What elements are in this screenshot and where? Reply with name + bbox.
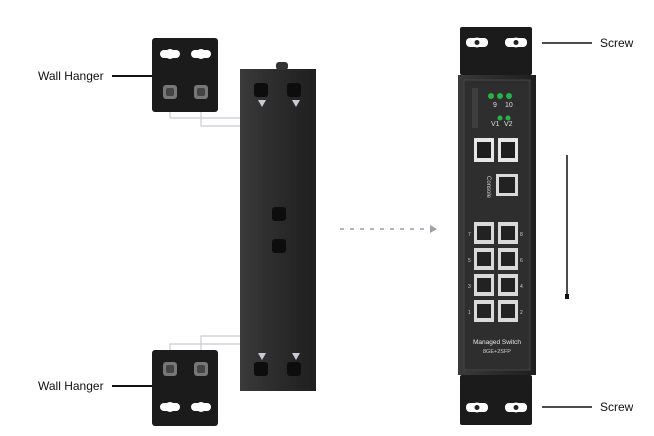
keyhole-slot-icon <box>160 402 211 412</box>
led-label-10: 10 <box>505 102 513 109</box>
console-port: Console <box>485 174 518 199</box>
port-number: 2 <box>520 310 523 316</box>
led-indicators: 9 10 V1 V2 <box>472 88 513 128</box>
led-label-9: 9 <box>493 102 497 109</box>
port-number: 1 <box>468 310 471 316</box>
port-number: 8 <box>520 232 523 238</box>
screw-icon <box>466 37 527 48</box>
wall-hanger-top <box>152 38 218 112</box>
port-number: 3 <box>468 284 471 290</box>
model-name: Managed Switch <box>473 339 521 346</box>
mounted-switch: 9 10 V1 V2 Console <box>458 27 536 425</box>
mount-hole-icon <box>254 83 301 376</box>
keyhole-slot-icon <box>160 49 211 59</box>
wall-hanger-top-label: Wall Hanger <box>38 69 104 83</box>
screw-hole-icon <box>163 85 208 99</box>
screw-top-label: Screw <box>600 36 634 50</box>
direction-arrow-icon <box>340 225 437 233</box>
arrow-icon <box>258 100 300 360</box>
port-number: 5 <box>468 258 471 264</box>
wall-hanger-bottom <box>152 350 218 426</box>
power-label-v2: V2 <box>504 121 513 128</box>
sfp-ports <box>474 138 518 162</box>
screw-hole-icon <box>163 362 208 376</box>
wall-hanger-bottom-label: Wall Hanger <box>38 379 104 393</box>
power-label-v1: V1 <box>491 121 500 128</box>
device-back-panel <box>240 62 316 391</box>
port-number: 4 <box>520 284 523 290</box>
screw-icon <box>466 402 527 413</box>
mounting-height-indicator <box>565 155 569 299</box>
screw-bottom-label: Screw <box>600 400 634 414</box>
model-number: 8GE+2SFP <box>483 349 511 355</box>
port-number: 6 <box>520 258 523 264</box>
port-number: 7 <box>468 232 471 238</box>
ethernet-ports: 7 8 5 6 3 4 1 2 <box>468 222 523 322</box>
console-label: Console <box>485 176 491 199</box>
